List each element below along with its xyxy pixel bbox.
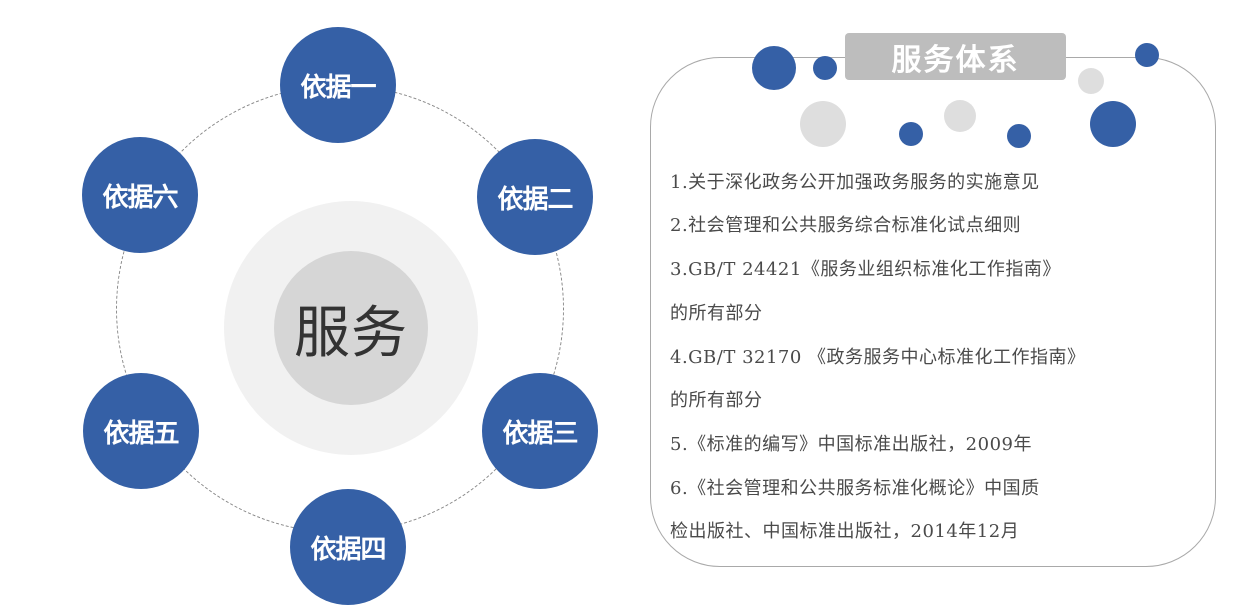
reference-line: 3.GB/T 24421《服务业组织标准化工作指南》 — [670, 259, 1061, 280]
decor-dot — [1078, 68, 1104, 94]
decor-dot — [752, 46, 796, 90]
decor-dot — [800, 101, 846, 147]
reference-line: 的所有部分 — [670, 303, 763, 324]
node-basis-1: 依据一 — [280, 27, 396, 143]
decor-dot — [899, 122, 923, 146]
reference-line: 5.《标准的编写》中国标准出版社，2009年 — [670, 434, 1032, 455]
node-basis-2: 依据二 — [477, 139, 593, 255]
decor-dot — [1135, 43, 1159, 67]
panel-title: 服务体系 — [845, 33, 1066, 80]
reference-line: 6.《社会管理和公共服务标准化概论》中国质 — [670, 478, 1040, 499]
reference-line: 检出版社、中国标准出版社，2014年12月 — [670, 521, 1020, 542]
reference-line: 2.社会管理和公共服务综合标准化试点细则 — [670, 215, 1022, 236]
node-basis-5: 依据五 — [83, 373, 199, 489]
reference-line: 1.关于深化政务公开加强政务服务的实施意见 — [670, 172, 1040, 193]
decor-dot — [1007, 124, 1031, 148]
decor-dot — [944, 100, 976, 132]
reference-line: 的所有部分 — [670, 390, 763, 411]
decor-dot — [813, 56, 837, 80]
node-basis-6: 依据六 — [82, 137, 198, 253]
node-basis-3: 依据三 — [482, 373, 598, 489]
reference-line: 4.GB/T 32170 《政务服务中心标准化工作指南》 — [670, 347, 1086, 368]
decor-dot — [1090, 101, 1136, 147]
center-label: 服务 — [274, 251, 428, 405]
node-basis-4: 依据四 — [290, 489, 406, 605]
